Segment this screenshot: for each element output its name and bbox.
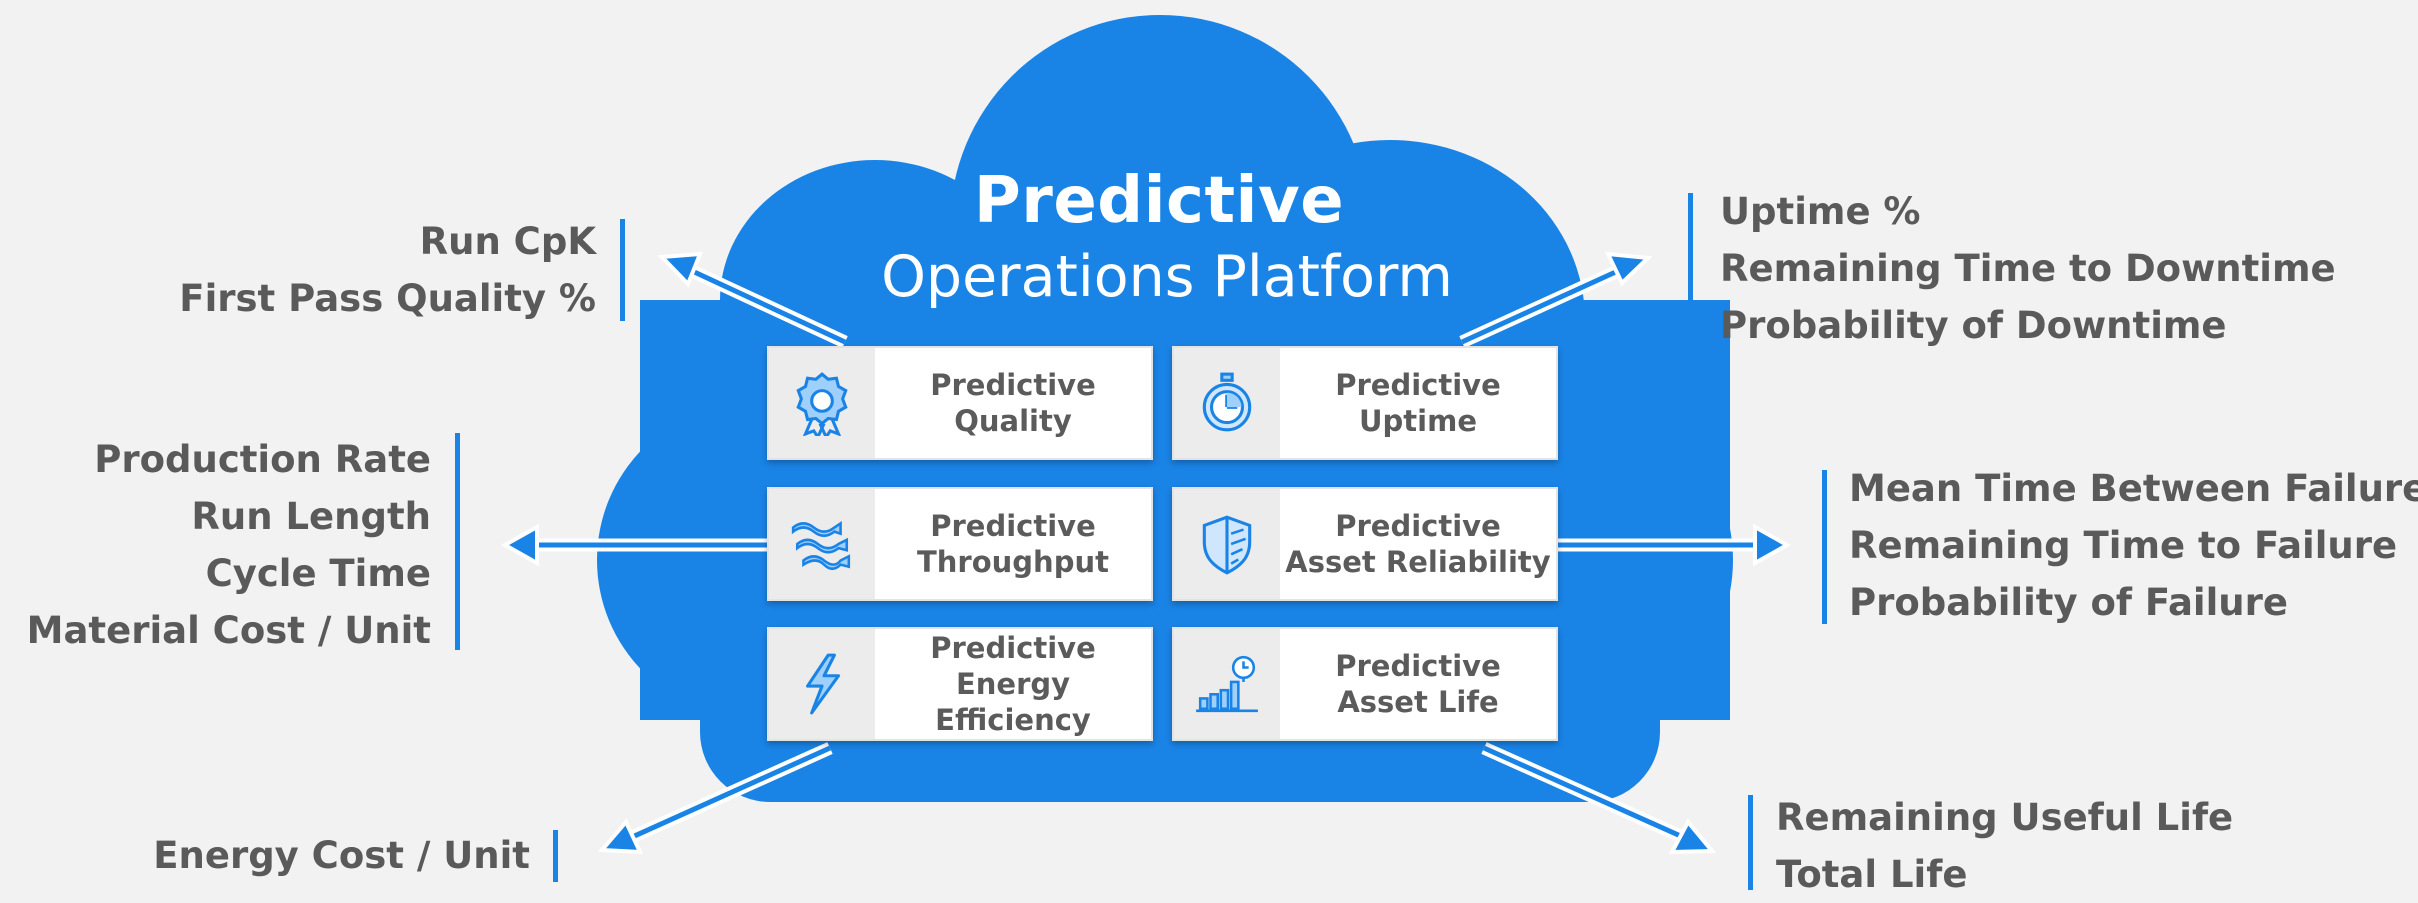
stopwatch-icon: [1174, 348, 1280, 458]
metrics-energy-bar: [553, 830, 558, 882]
metrics-uptime: Uptime % Remaining Time to Downtime Prob…: [1720, 183, 2336, 354]
module-tile-reliability[interactable]: Predictive Asset Reliability: [1172, 487, 1558, 601]
arrow-uptime: [1459, 251, 1653, 348]
platform-title: Predictive: [973, 164, 1345, 238]
platform-subtitle: Operations Platform: [881, 244, 1453, 310]
metrics-energy: Energy Cost / Unit: [153, 827, 530, 884]
arrow-life: [1481, 742, 1717, 855]
module-tile-quality[interactable]: Predictive Quality: [767, 346, 1153, 460]
module-label: Predictive Uptime: [1280, 348, 1556, 458]
metrics-quality-bar: [620, 219, 625, 321]
metrics-reliability: Mean Time Between Failure Remaining Time…: [1849, 460, 2418, 631]
module-label-line1: Predictive: [930, 631, 1096, 665]
metric-item: Material Cost / Unit: [26, 609, 431, 652]
module-label: Predictive Energy Efficiency: [875, 629, 1151, 739]
arrow-throughput: [500, 523, 768, 567]
module-label: Predictive Asset Life: [1280, 629, 1556, 739]
metrics-throughput: Production Rate Run Length Cycle Time Ma…: [27, 431, 431, 659]
metric-item: Total Life: [1776, 853, 1968, 896]
metrics-life-bar: [1748, 795, 1753, 890]
metric-item: First Pass Quality %: [179, 277, 596, 320]
award-ribbon-icon: [769, 348, 875, 458]
module-tile-uptime[interactable]: Predictive Uptime: [1172, 346, 1558, 460]
module-tile-energy[interactable]: Predictive Energy Efficiency: [767, 627, 1153, 741]
module-label-line2: Asset Life: [1337, 685, 1499, 719]
arrow-reliability: [1556, 523, 1792, 567]
module-label-line1: Predictive: [930, 368, 1096, 402]
module-label: Predictive Quality: [875, 348, 1151, 458]
metric-item: Production Rate: [94, 438, 431, 481]
metric-item: Remaining Useful Life: [1776, 796, 2234, 839]
lightning-bolt-icon: [769, 629, 875, 739]
metric-item: Probability of Downtime: [1720, 304, 2227, 347]
module-label-line1: Predictive: [1335, 649, 1501, 683]
module-label: Predictive Throughput: [875, 489, 1151, 599]
metric-item: Remaining Time to Downtime: [1720, 247, 2336, 290]
module-label-line1: Predictive: [1335, 368, 1501, 402]
arrows: [500, 251, 1792, 855]
module-label-line1: Predictive: [930, 509, 1096, 543]
module-label-line2: Asset Reliability: [1285, 545, 1551, 579]
metrics-life: Remaining Useful Life Total Life: [1776, 789, 2233, 903]
metric-item: Mean Time Between Failure: [1849, 467, 2418, 510]
metric-item: Run Length: [191, 495, 431, 538]
metric-item: Run CpK: [419, 220, 596, 263]
metric-item: Uptime %: [1720, 190, 1921, 233]
metric-item: Cycle Time: [205, 552, 431, 595]
module-label-line1: Predictive: [1335, 509, 1501, 543]
flow-waves-icon: [769, 489, 875, 599]
arrow-energy: [597, 742, 833, 855]
module-tile-life[interactable]: Predictive Asset Life: [1172, 627, 1558, 741]
metrics-quality: Run CpK First Pass Quality %: [179, 213, 596, 327]
module-label-line2: Throughput: [917, 545, 1109, 579]
module-label-line2: Energy Efficiency: [935, 667, 1091, 737]
bar-chart-clock-icon: [1174, 629, 1280, 739]
shield-icon: [1174, 489, 1280, 599]
metrics-throughput-bar: [455, 433, 460, 650]
module-label: Predictive Asset Reliability: [1280, 489, 1556, 599]
metrics-reliability-bar: [1822, 470, 1827, 624]
module-label-line2: Quality: [954, 404, 1072, 438]
metric-item: Energy Cost / Unit: [153, 834, 530, 877]
metric-item: Remaining Time to Failure: [1849, 524, 2398, 567]
module-tile-throughput[interactable]: Predictive Throughput: [767, 487, 1153, 601]
metrics-uptime-bar: [1688, 193, 1693, 345]
arrow-quality: [657, 251, 848, 348]
metric-item: Probability of Failure: [1849, 581, 2288, 624]
module-label-line2: Uptime: [1359, 404, 1477, 438]
